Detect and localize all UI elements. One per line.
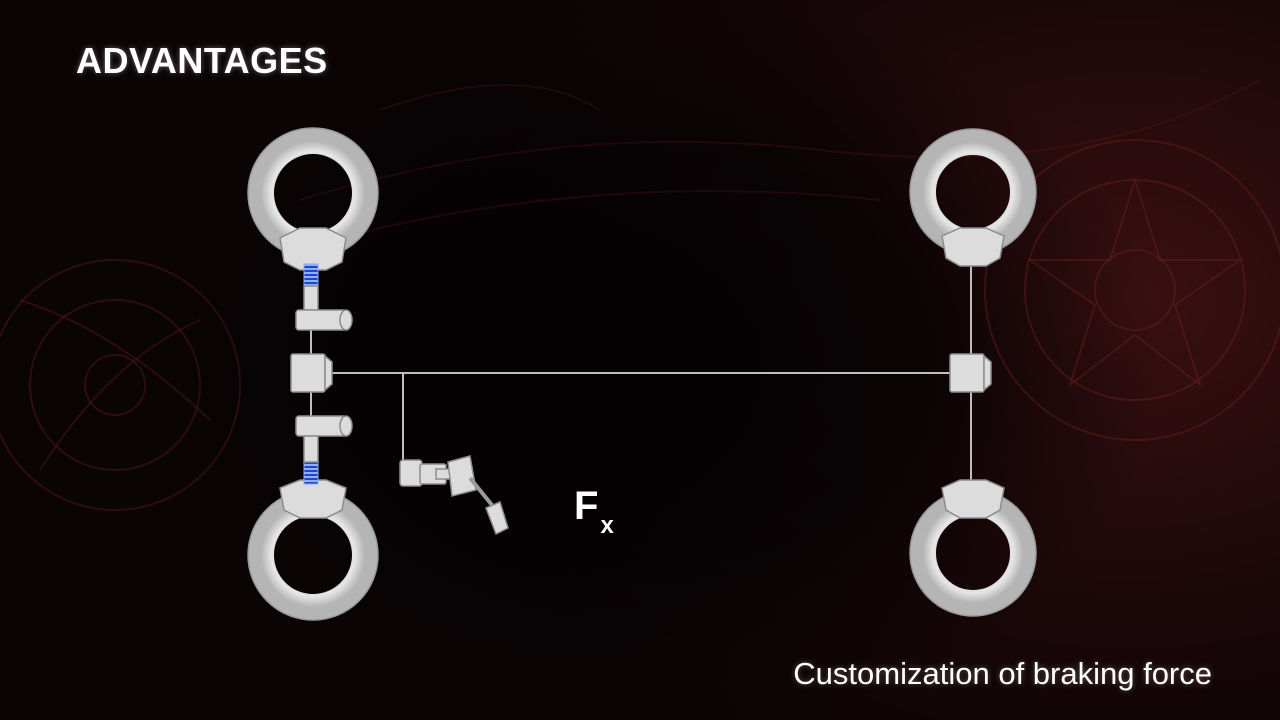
force-subscript: x [600,512,614,539]
left-front-blue-coupling [303,263,319,287]
right-distribution-valve [949,353,992,393]
wheel-front-right [909,128,1037,267]
master-cylinder [399,455,477,497]
left-rear-actuator [295,415,353,463]
brake-lines [310,265,972,485]
caliper [279,479,347,519]
caliper [941,227,1005,267]
caliper [941,479,1005,519]
caliper [279,227,347,271]
background-wheel-right [984,139,1280,441]
wheel-front-left [247,127,379,271]
left-front-actuator [295,285,353,331]
left-rear-blue-coupling [303,461,319,485]
wheel-rear-left [247,479,379,621]
background-swooshes [299,79,1261,241]
braking-force-label: Fx [574,484,614,538]
brake-pedal [468,476,509,536]
slide-caption: Customization of braking force [793,656,1212,691]
background-wheel-left [0,259,241,511]
left-distribution-valve [290,353,333,393]
force-symbol: F [574,484,599,528]
slide-title: ADVANTAGES [76,40,328,81]
wheel-rear-right [909,479,1037,617]
